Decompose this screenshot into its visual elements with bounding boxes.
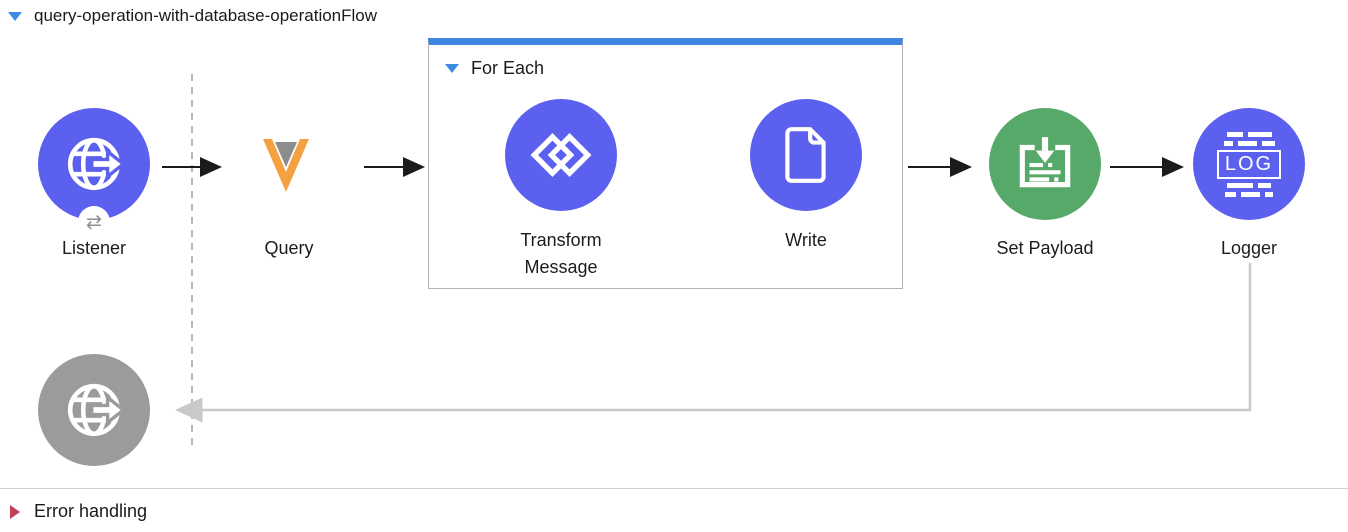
node-logger-label: Logger (1220, 238, 1278, 258)
veeva-icon (263, 139, 309, 192)
globe-arrow-icon (67, 137, 127, 191)
flow-header: query-operation-with-database-operationF… (8, 6, 377, 26)
node-listener-label: Listener (61, 238, 127, 258)
node-query-label: Query (264, 238, 314, 258)
globe-arrow-icon (67, 383, 127, 437)
node-set-payload[interactable] (989, 108, 1101, 220)
log-icon: LOG (1216, 131, 1282, 197)
dataweave-icon (530, 133, 592, 177)
flow-collapse-toggle-icon[interactable] (8, 11, 22, 21)
node-transform-message-label: Transform Message (520, 230, 602, 277)
node-listener[interactable] (38, 108, 150, 220)
error-handling-expand-toggle-icon[interactable] (10, 504, 20, 519)
node-transform-message[interactable] (505, 99, 617, 211)
exchange-arrows-icon: ⇄ (86, 211, 102, 233)
section-divider (0, 488, 1348, 489)
node-set-payload-label: Set Payload (996, 238, 1094, 258)
flow-title: query-operation-with-database-operationF… (34, 6, 378, 25)
node-logger[interactable]: LOG (1193, 108, 1305, 220)
node-write[interactable] (750, 99, 862, 211)
error-handling-label: Error handling (34, 501, 148, 521)
node-write-label: Write (785, 230, 827, 250)
set-payload-icon (1019, 137, 1071, 188)
foreach-scope-title: For Each (471, 58, 545, 78)
foreach-scope-header: For Each (445, 58, 544, 79)
document-icon (785, 127, 826, 183)
error-handling-section: Error handling (10, 501, 147, 522)
foreach-collapse-toggle-icon[interactable] (445, 64, 459, 73)
node-query[interactable] (263, 139, 309, 198)
log-icon-text: LOG (1216, 149, 1282, 179)
node-error-source[interactable] (38, 354, 150, 466)
listener-badge: ⇄ (78, 206, 110, 238)
